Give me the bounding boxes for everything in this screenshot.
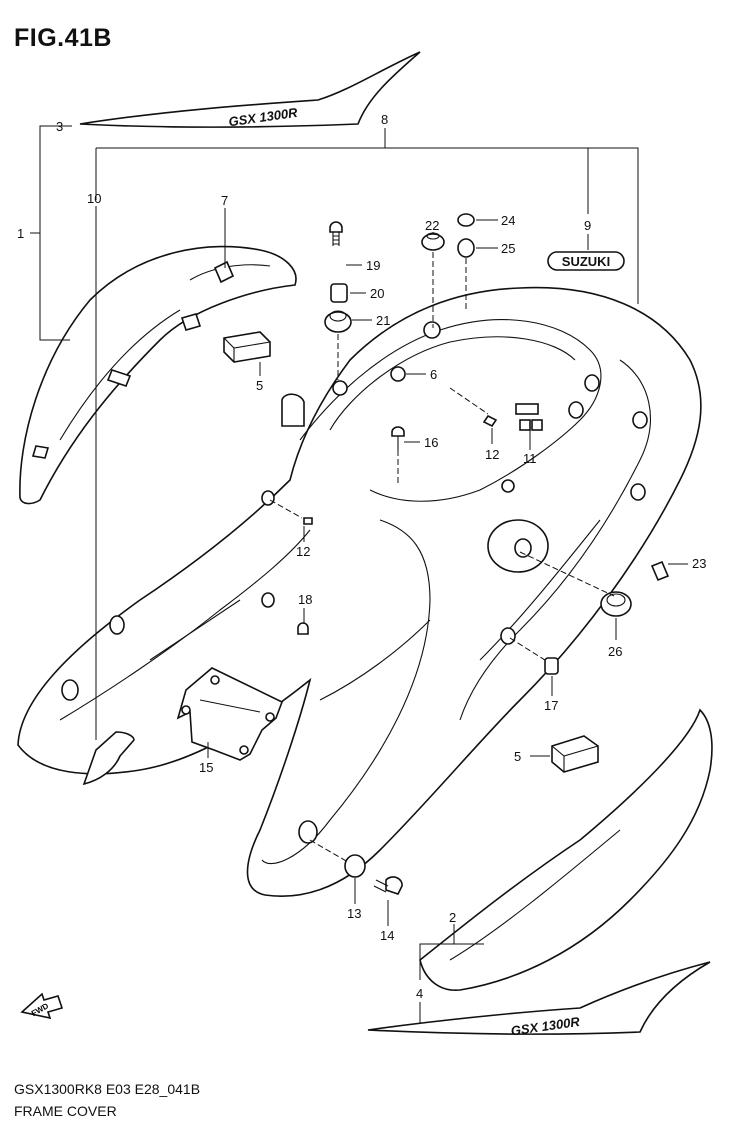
callout-14: 14 bbox=[380, 928, 394, 943]
callout-3: 3 bbox=[56, 119, 63, 134]
callout-19: 19 bbox=[366, 258, 380, 273]
callout-13: 13 bbox=[347, 906, 361, 921]
callout-16: 16 bbox=[424, 435, 438, 450]
callout-18: 18 bbox=[298, 592, 312, 607]
callout-12b: 12 bbox=[296, 544, 310, 559]
pad-upper bbox=[223, 331, 271, 363]
fasteners bbox=[297, 213, 670, 895]
callout-4: 4 bbox=[416, 986, 423, 1001]
callout-6: 6 bbox=[430, 367, 437, 382]
callout-21: 21 bbox=[376, 313, 390, 328]
callout-5b: 5 bbox=[514, 749, 521, 764]
footer-model-code: GSX1300RK8 E03 E28_041B bbox=[14, 1081, 201, 1097]
callout-12a: 12 bbox=[485, 447, 499, 462]
callout-11: 11 bbox=[523, 451, 537, 466]
footer-section-name: FRAME COVER bbox=[14, 1103, 117, 1119]
bracket bbox=[176, 667, 284, 761]
decal-bottom: GSX 1300R bbox=[367, 961, 711, 1038]
fwd-arrow-icon: FWD bbox=[20, 992, 64, 1020]
left-side-cover bbox=[19, 245, 297, 505]
callout-7: 7 bbox=[221, 193, 228, 208]
callout-8: 8 bbox=[381, 112, 388, 127]
right-side-cover bbox=[419, 708, 713, 991]
callout-20: 20 bbox=[370, 286, 384, 301]
callout-5a: 5 bbox=[256, 378, 263, 393]
callout-10: 10 bbox=[87, 191, 101, 206]
callout-numbers: 1 2 3 4 5 5 6 7 8 9 10 11 12 12 13 14 15… bbox=[17, 112, 706, 1001]
figure-title: FIG.41B bbox=[14, 24, 112, 52]
pad-lower bbox=[551, 735, 599, 773]
callout-26: 26 bbox=[608, 644, 622, 659]
callout-9: 9 bbox=[584, 218, 591, 233]
callout-15: 15 bbox=[199, 760, 213, 775]
callout-2: 2 bbox=[449, 910, 456, 925]
callout-17: 17 bbox=[544, 698, 558, 713]
suzuki-badge: SUZUKI bbox=[547, 251, 625, 271]
decal-top: GSX 1300R bbox=[79, 51, 421, 129]
callout-25: 25 bbox=[501, 241, 515, 256]
callout-1: 1 bbox=[17, 226, 24, 241]
callout-23: 23 bbox=[692, 556, 706, 571]
callout-22: 22 bbox=[425, 218, 439, 233]
leader-lines bbox=[30, 125, 688, 1024]
suzuki-badge-text: SUZUKI bbox=[562, 254, 610, 269]
callout-24: 24 bbox=[501, 213, 515, 228]
